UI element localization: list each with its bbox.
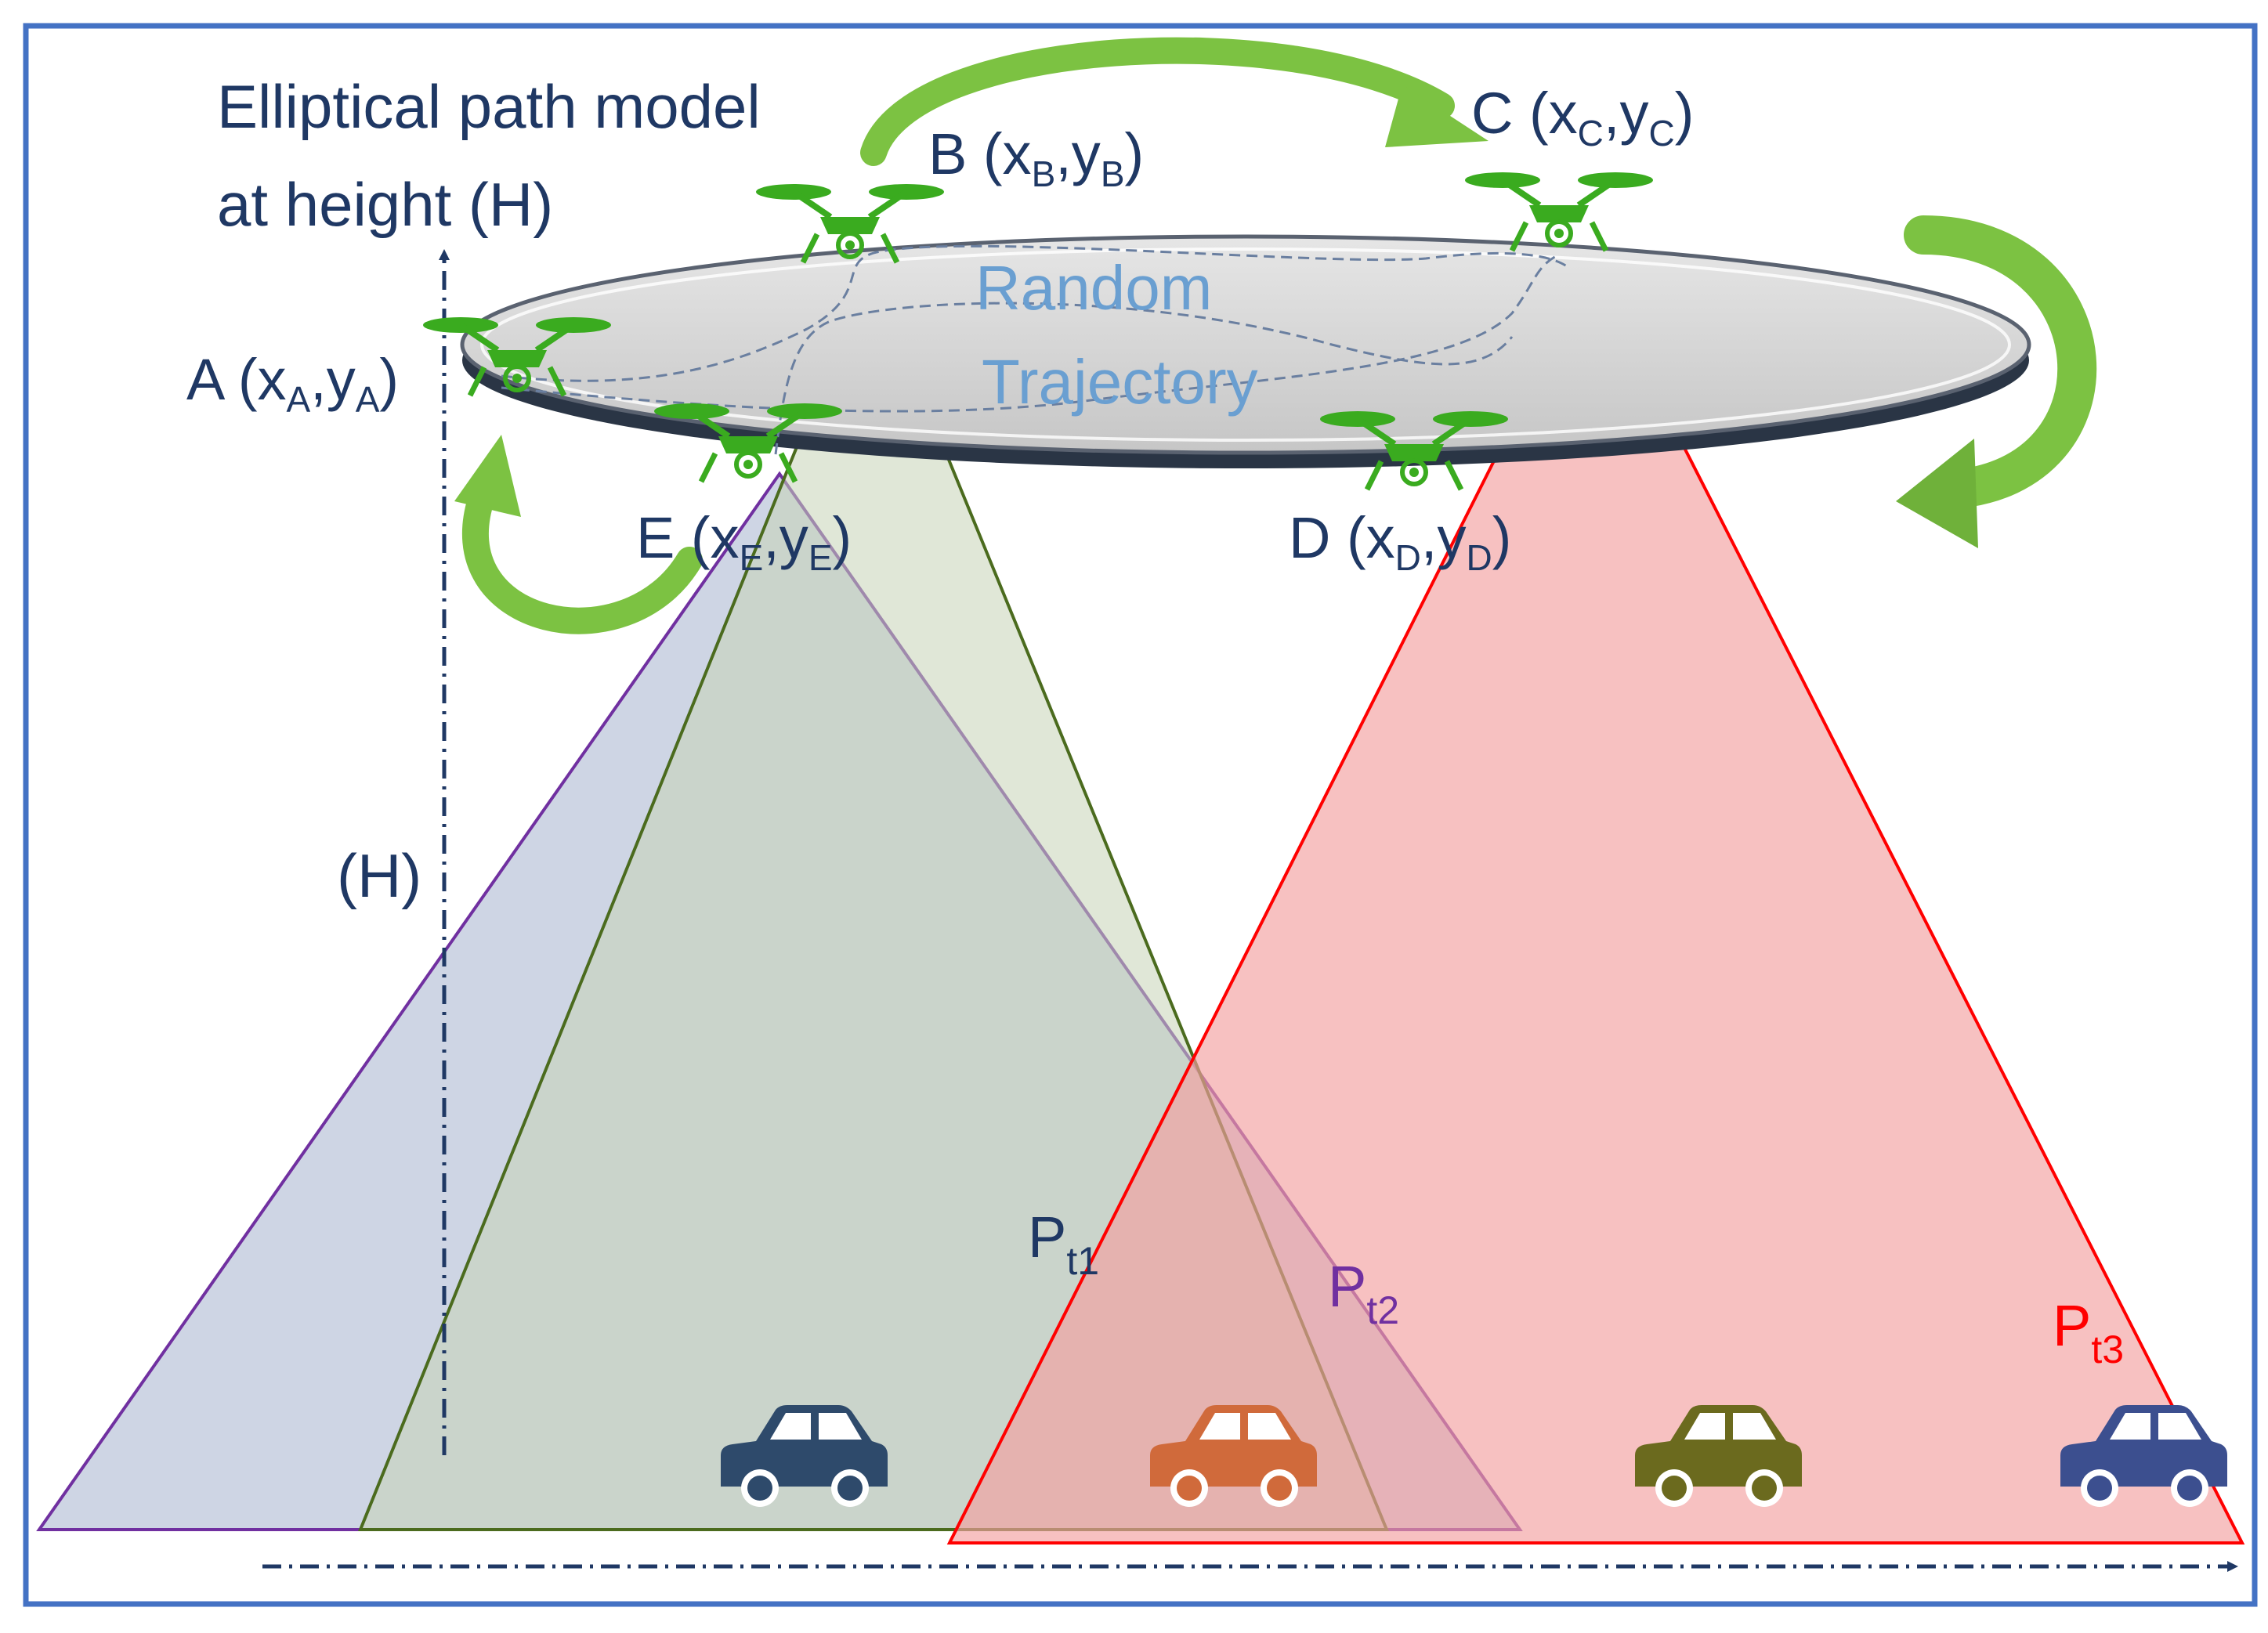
drone-icon [654, 403, 842, 483]
car-icon [721, 1405, 888, 1507]
movement-arrows [454, 37, 2097, 634]
elliptical-path [460, 234, 2031, 468]
trajectory-label-line1: Random [975, 253, 1212, 323]
trajectory-label-line2: Trajectory [982, 347, 1258, 417]
point-c-label: C (xC,yC) [1471, 81, 1694, 154]
title-line1: Elliptical path model [217, 72, 761, 141]
height-label: (H) [337, 841, 421, 910]
drone-icon [756, 184, 944, 264]
drone-icon [423, 317, 611, 397]
point-d-label: D (xD,yD) [1289, 505, 1511, 578]
drone-icon [1320, 411, 1508, 491]
point-e-label: E (xE,yE) [636, 505, 852, 578]
random-trajectory-curves [501, 244, 1568, 455]
point-a-label: A (xA,yA) [186, 347, 399, 420]
coverage-label-t1: Pt1 [1028, 1205, 1099, 1283]
title-line2: at height (H) [217, 170, 553, 239]
red-coverage-cone [946, 262, 2245, 1544]
coverage-label-t2: Pt2 [1328, 1254, 1399, 1332]
car-icon [1635, 1405, 1802, 1507]
coverage-label-t3: Pt3 [2053, 1293, 2124, 1371]
outer-frame [23, 23, 2258, 1607]
car-icon [2060, 1405, 2227, 1507]
car-icon [1150, 1405, 1317, 1507]
drone-icon [1465, 172, 1653, 252]
point-b-label: B (xB,yB) [928, 121, 1144, 194]
